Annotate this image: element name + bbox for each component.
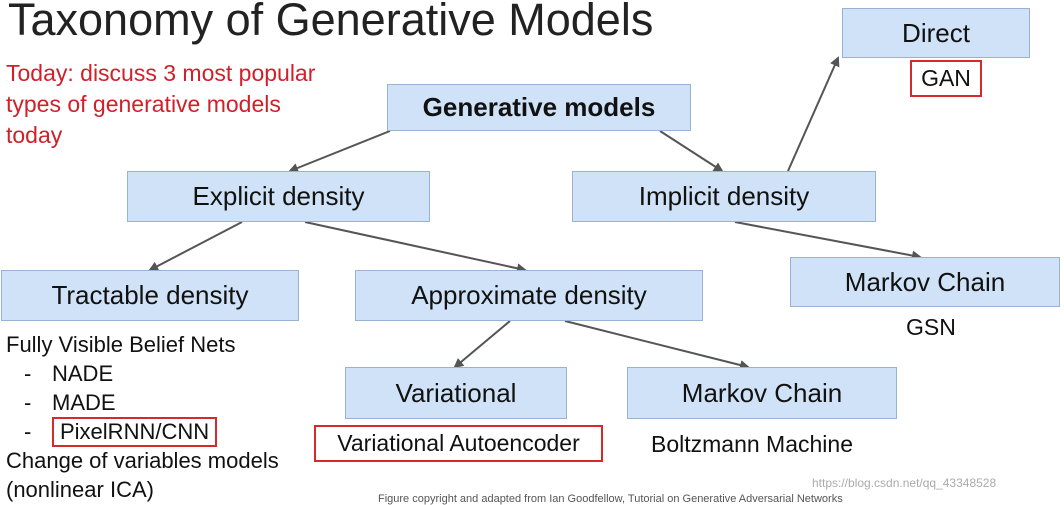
node-generative-models: Generative models	[387, 84, 691, 131]
node-direct: Direct	[842, 8, 1030, 58]
fvbn-heading: Fully Visible Belief Nets	[6, 332, 236, 357]
page-title: Taxonomy of Generative Models	[8, 0, 654, 45]
edge-approximate-markov	[564, 320, 750, 370]
fvbn-item-label: MADE	[52, 390, 116, 415]
figure-credit: Figure copyright and adapted from Ian Go…	[378, 493, 843, 505]
watermark: https://blog.csdn.net/qq_43348528	[812, 476, 997, 490]
edge-root-implicit	[659, 130, 724, 173]
edge-explicit-tractable	[148, 221, 243, 271]
list-dash: -	[24, 390, 32, 415]
list-dash: -	[24, 361, 32, 386]
fvbn-item-label-highlighted: PixelRNN/CNN	[52, 416, 218, 447]
edge-approximate-variational	[453, 320, 511, 369]
node-variational: Variational	[345, 367, 567, 419]
today-note: Today: discuss 3 most popular types of g…	[6, 60, 316, 148]
node-tractable-density: Tractable density	[1, 270, 299, 321]
fvbn-item-nade: - NADE	[6, 359, 279, 388]
fvbn-item-label: NADE	[52, 361, 114, 386]
tractable-examples: Fully Visible Belief Nets - NADE - MADE …	[6, 330, 279, 504]
nonlinear-ica: (nonlinear ICA)	[6, 477, 154, 502]
leaf-boltzmann-machine: Boltzmann Machine	[651, 431, 853, 457]
node-implicit-density: Implicit density	[572, 171, 876, 222]
leaf-variational-autoencoder: Variational Autoencoder	[314, 425, 603, 462]
fvbn-item-made: - MADE	[6, 388, 279, 417]
edge-explicit-approximate	[304, 221, 527, 274]
edge-implicit-markov	[734, 221, 922, 261]
node-markov-chain-approx: Markov Chain	[627, 367, 897, 419]
leaf-gsn: GSN	[906, 314, 956, 340]
change-of-variables: Change of variables models	[6, 448, 279, 473]
node-explicit-density: Explicit density	[127, 171, 430, 222]
node-markov-chain-implicit: Markov Chain	[790, 257, 1060, 307]
node-approximate-density: Approximate density	[355, 270, 703, 321]
list-dash: -	[24, 419, 32, 444]
leaf-gan: GAN	[910, 60, 982, 97]
edge-implicit-direct	[787, 56, 840, 172]
edge-root-explicit	[288, 130, 391, 173]
fvbn-item-pixelrnn: - PixelRNN/CNN	[6, 416, 279, 447]
